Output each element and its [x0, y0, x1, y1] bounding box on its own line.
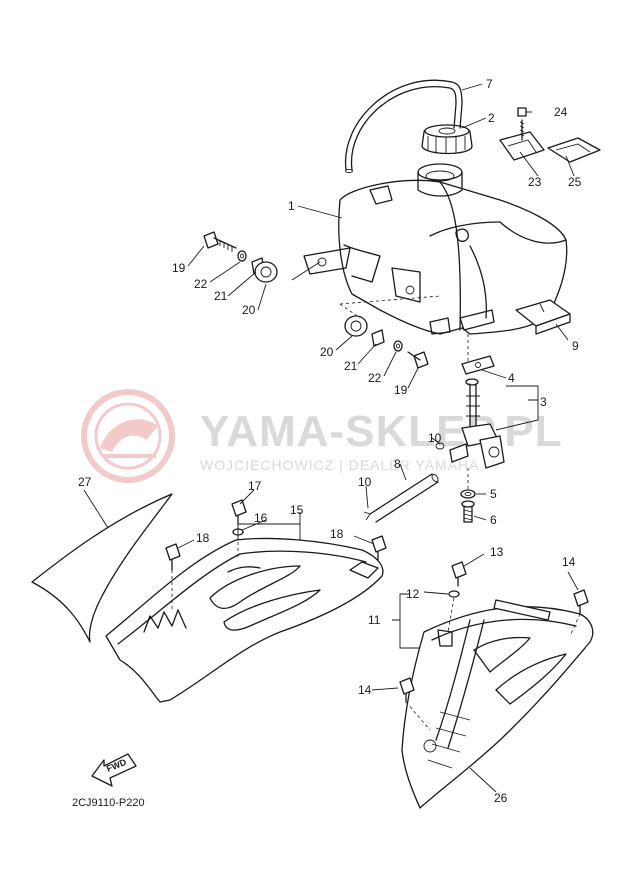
callout-22-lower: 22	[368, 371, 382, 385]
callout-19-upper: 19	[172, 261, 186, 275]
callout-22-upper: 22	[194, 277, 208, 291]
callout-24: 24	[554, 105, 568, 119]
fwd-arrow: FWD	[91, 753, 137, 787]
callout-14-right: 14	[562, 555, 576, 569]
fuel-cock-assembly	[363, 334, 505, 523]
damper-9	[515, 299, 571, 335]
fuel-cap	[421, 124, 473, 155]
callout-3: 3	[540, 395, 547, 409]
shroud-27	[31, 493, 173, 643]
watermark: YAMA-SKLEP.PL WOJCIECHOWICZ | DEALER YAM…	[81, 389, 563, 483]
callout-20-upper: 20	[242, 303, 256, 317]
callout-27: 27	[78, 475, 92, 489]
callout-21-upper: 21	[214, 289, 228, 303]
mount-hardware-upper	[203, 231, 278, 283]
callout-21-lower: 21	[344, 359, 358, 373]
callout-18-right: 18	[330, 527, 344, 541]
callout-6: 6	[490, 513, 497, 527]
watermark-subtitle: WOJCIECHOWICZ | DEALER YAMAHA	[200, 457, 479, 473]
callout-8: 8	[394, 457, 401, 471]
callout-2: 2	[488, 111, 495, 125]
callout-1: 1	[288, 199, 295, 213]
side-cover-left	[105, 537, 384, 703]
callout-16: 16	[254, 511, 268, 525]
callout-4: 4	[508, 371, 515, 385]
fasteners	[165, 499, 589, 731]
fuel-tank	[303, 163, 568, 335]
callout-15: 15	[290, 503, 304, 517]
watermark-title: YAMA-SKLEP.PL	[200, 407, 563, 456]
callout-25: 25	[568, 175, 582, 189]
callout-17: 17	[248, 479, 262, 493]
diagram-code: 2CJ9110-P220	[72, 797, 145, 809]
callout-23: 23	[528, 175, 542, 189]
breather-hose	[344, 79, 463, 174]
callout-labels: 1 2 3 4 5 6 7 8 9 10 10 11 12 13 14 14 1…	[78, 77, 582, 805]
callout-10-upper: 10	[428, 431, 442, 445]
side-cover-right	[401, 599, 594, 809]
callout-11: 11	[368, 613, 381, 627]
callout-20-lower: 20	[320, 345, 334, 359]
callout-5: 5	[490, 487, 497, 501]
callout-26: 26	[494, 791, 508, 805]
callout-18-left: 18	[196, 531, 210, 545]
mount-hardware-lower	[339, 303, 429, 369]
watermark-logo	[81, 389, 175, 483]
callout-13: 13	[490, 545, 504, 559]
callout-19-lower: 19	[394, 383, 408, 397]
callout-7: 7	[486, 77, 493, 91]
callout-10-lower: 10	[358, 475, 372, 489]
leader-lines	[83, 83, 579, 793]
callout-9: 9	[572, 339, 579, 353]
callout-14-lower: 14	[358, 683, 372, 697]
callout-12: 12	[406, 587, 420, 601]
tank-brackets	[499, 107, 601, 163]
